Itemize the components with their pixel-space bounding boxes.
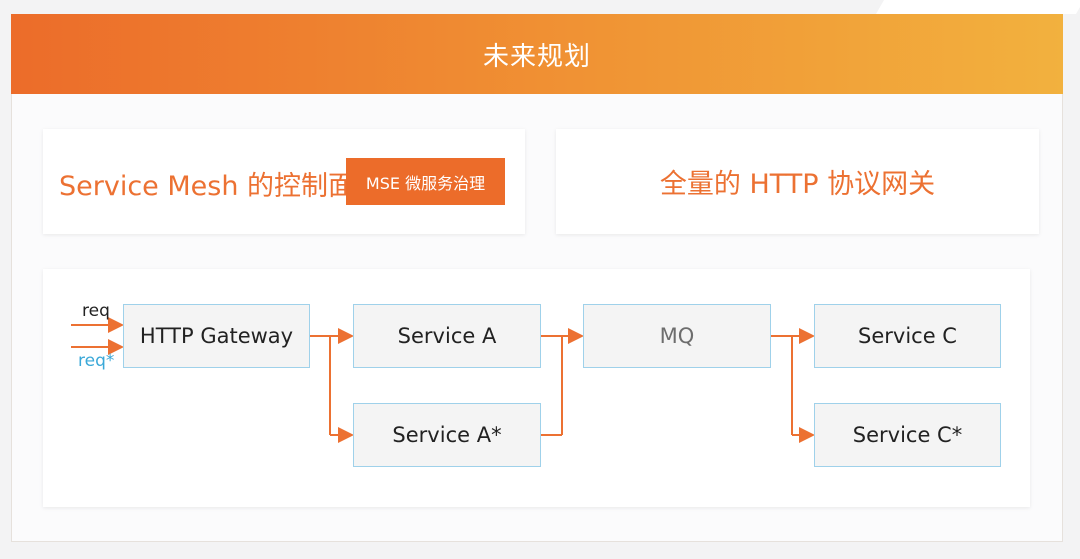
card-http-gateway: 全量的 HTTP 协议网关: [556, 129, 1039, 234]
req-star-label: req*: [78, 351, 115, 371]
http-gateway-node: HTTP Gateway: [123, 304, 310, 368]
mse-badge: MSE 微服务治理: [346, 158, 505, 205]
page-title: 未来规划: [482, 41, 591, 72]
header-bar: 未来规划: [11, 14, 1063, 94]
service-c-star-node: Service C*: [814, 403, 1001, 467]
card-http-gateway-text: 全量的 HTTP 协议网关: [659, 169, 936, 200]
service-c-node: Service C: [814, 304, 1001, 368]
req-label: req: [82, 301, 110, 321]
mq-node: MQ: [583, 304, 771, 368]
service-a-star-node: Service A*: [353, 403, 541, 467]
card-service-mesh-text: Service Mesh 的控制面: [59, 171, 356, 202]
service-a-node: Service A: [353, 304, 541, 368]
